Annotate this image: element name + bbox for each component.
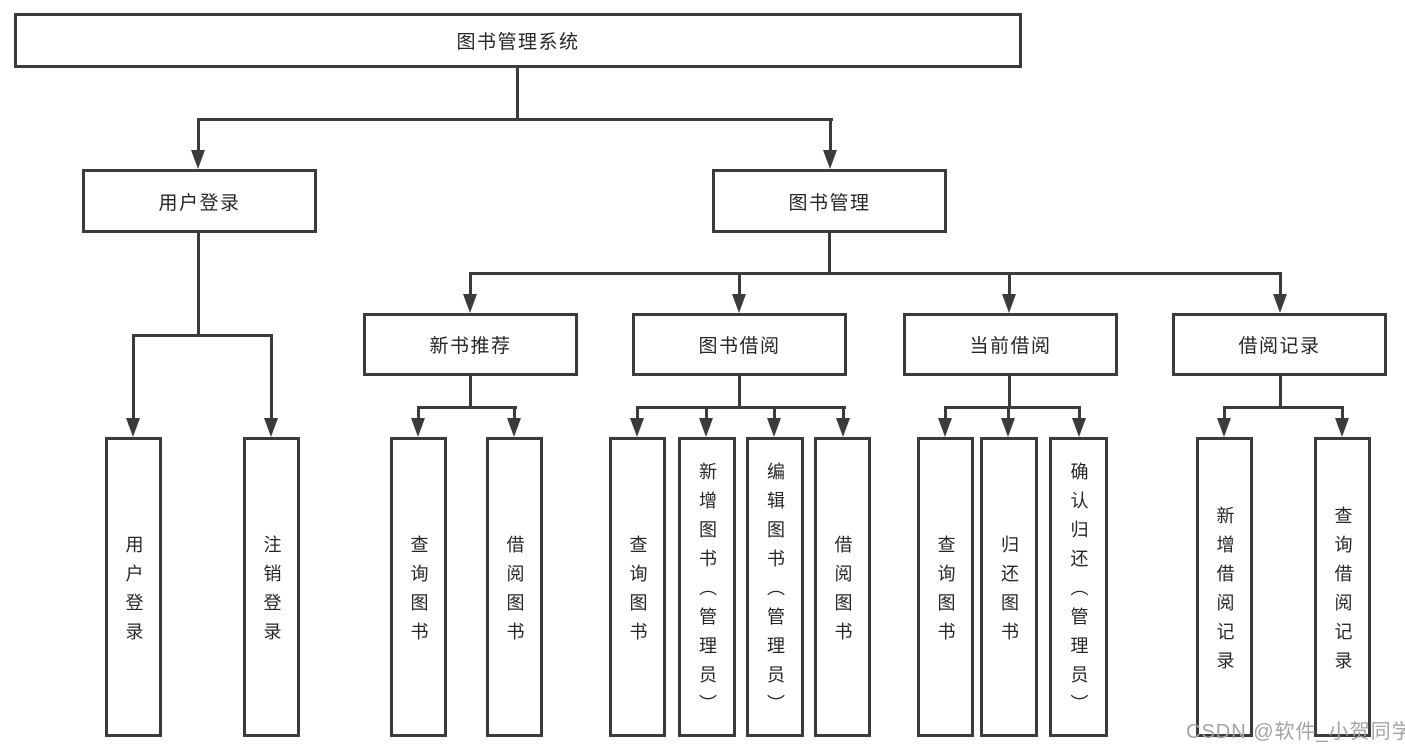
leaf-label: 新增借阅记录 xyxy=(1214,505,1235,680)
node-label: 图书借阅 xyxy=(698,336,781,357)
connector-drop xyxy=(513,406,516,420)
connector-user-login-rail xyxy=(132,334,273,337)
arrow-down-icon xyxy=(836,418,850,437)
leaf-label: 编辑图书（管理员） xyxy=(765,462,785,723)
leaf-label: 新增图书（管理员） xyxy=(697,462,717,723)
leaf-query-books-recommend: 查询图书 xyxy=(390,437,447,737)
leaf-borrow-books: 借阅图书 xyxy=(814,437,871,737)
arrow-down-icon xyxy=(938,418,952,437)
connector-drop xyxy=(944,406,947,420)
arrow-down-icon xyxy=(732,294,746,313)
connector-drop xyxy=(270,334,273,420)
connector-user-login-stem xyxy=(197,233,200,334)
node-new-book-recommend: 新书推荐 xyxy=(363,313,578,376)
leaf-confirm-return-admin: 确认归还（管理员） xyxy=(1049,437,1108,737)
node-label: 新书推荐 xyxy=(429,336,512,357)
arrow-down-icon xyxy=(463,294,477,313)
connector-borrow-stem xyxy=(738,376,741,406)
node-label: 当前借阅 xyxy=(969,336,1052,357)
arrow-down-icon xyxy=(630,418,644,437)
arrow-down-icon xyxy=(823,150,837,169)
leaf-query-borrow-record: 查询借阅记录 xyxy=(1314,437,1371,737)
node-label: 用户登录 xyxy=(158,192,241,214)
arrow-down-icon xyxy=(1335,418,1349,437)
connector-drop xyxy=(469,272,472,296)
connector-drop xyxy=(842,406,845,420)
connector-drop xyxy=(705,406,708,420)
connector-records-stem xyxy=(1279,376,1282,406)
node-book-management: 图书管理 xyxy=(712,169,947,233)
leaf-query-books-borrow: 查询图书 xyxy=(609,437,666,737)
connector-drop xyxy=(829,118,832,152)
node-current-borrow: 当前借阅 xyxy=(903,313,1118,376)
connector-drop xyxy=(417,406,420,420)
connector-book-mgmt-stem xyxy=(828,233,831,272)
arrow-down-icon xyxy=(1072,418,1086,437)
connector-drop xyxy=(1007,406,1010,420)
connector-drop xyxy=(1341,406,1344,420)
arrow-down-icon xyxy=(1217,418,1231,437)
node-label: 图书管理 xyxy=(788,192,871,214)
connector-drop xyxy=(1279,272,1282,296)
connector-borrow-rail xyxy=(636,406,846,409)
leaf-label: 借阅图书 xyxy=(504,534,525,651)
connector-drop xyxy=(1223,406,1226,420)
connector-current-rail xyxy=(944,406,1081,409)
connector-drop xyxy=(1008,272,1011,296)
connector-drop xyxy=(1078,406,1081,420)
leaf-logout: 注销登录 xyxy=(243,437,300,737)
node-root: 图书管理系统 xyxy=(14,13,1022,68)
node-label: 借阅记录 xyxy=(1238,336,1321,357)
watermark-text: CSDN @软件_小贺同学 xyxy=(1186,721,1405,743)
leaf-label: 确认归还（管理员） xyxy=(1068,462,1089,723)
connector-recommend-rail xyxy=(417,406,517,409)
leaf-query-books-current: 查询图书 xyxy=(917,437,974,737)
connector-drop xyxy=(773,406,776,420)
leaf-edit-books-admin: 编辑图书（管理员） xyxy=(746,437,804,737)
arrow-down-icon xyxy=(1273,294,1287,313)
leaf-add-books-admin: 新增图书（管理员） xyxy=(678,437,736,737)
connector-root-rail xyxy=(197,118,833,121)
leaf-add-borrow-record: 新增借阅记录 xyxy=(1196,437,1253,737)
arrow-down-icon xyxy=(264,418,278,437)
arrow-down-icon xyxy=(767,418,781,437)
leaf-user-login: 用户登录 xyxy=(105,437,162,737)
connector-drop xyxy=(197,118,200,152)
connector-current-stem xyxy=(1008,376,1011,406)
leaf-return-books: 归还图书 xyxy=(980,437,1038,737)
leaf-borrow-books-recommend: 借阅图书 xyxy=(486,437,543,737)
arrow-down-icon xyxy=(411,418,425,437)
connector-recommend-stem xyxy=(469,376,472,406)
leaf-label: 查询图书 xyxy=(408,534,429,651)
node-book-borrow: 图书借阅 xyxy=(632,313,847,376)
node-label: 图书管理系统 xyxy=(456,32,580,53)
leaf-label: 查询图书 xyxy=(627,534,648,651)
leaf-label: 查询图书 xyxy=(935,534,956,651)
connector-drop xyxy=(738,272,741,296)
connector-drop xyxy=(636,406,639,420)
leaf-label: 用户登录 xyxy=(123,534,144,651)
arrow-down-icon xyxy=(1002,294,1016,313)
node-user-login: 用户登录 xyxy=(82,169,317,233)
leaf-label: 归还图书 xyxy=(999,534,1019,651)
arrow-down-icon xyxy=(699,418,713,437)
leaf-label: 借阅图书 xyxy=(832,534,853,651)
arrow-down-icon xyxy=(1001,418,1015,437)
leaf-label: 注销登录 xyxy=(261,534,282,651)
connector-book-mgmt-rail xyxy=(469,272,1282,275)
connector-root-stem xyxy=(516,68,519,118)
arrow-down-icon xyxy=(507,418,521,437)
arrow-down-icon xyxy=(126,418,140,437)
arrow-down-icon xyxy=(191,150,205,169)
connector-drop xyxy=(132,334,135,420)
leaf-label: 查询借阅记录 xyxy=(1332,505,1353,680)
node-borrow-records: 借阅记录 xyxy=(1172,313,1387,376)
connector-records-rail xyxy=(1223,406,1344,409)
